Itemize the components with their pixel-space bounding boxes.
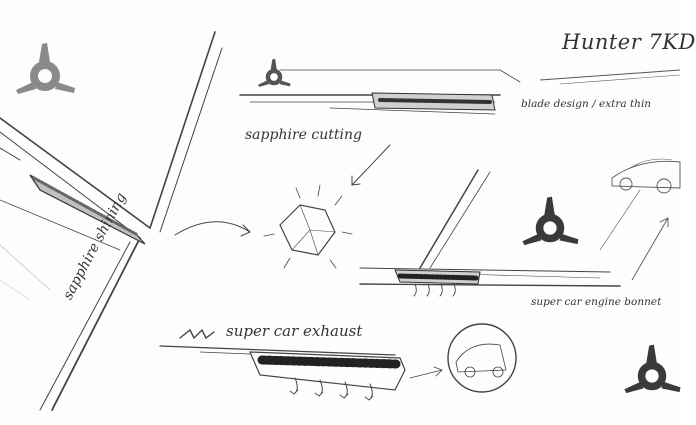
exhaust-detail-circle <box>447 323 517 393</box>
sports-car-sketch <box>611 158 681 194</box>
engine-bonnet-sketch <box>359 169 641 297</box>
bottom-emblem-icon <box>624 345 680 393</box>
design-sketch <box>0 31 681 411</box>
tri-blade-emblem-icon <box>16 43 75 94</box>
blade-design-sketch <box>239 69 521 115</box>
label-engine-bonnet: super car engine bonnet <box>531 296 662 308</box>
laptop-corner-sketch <box>0 31 223 411</box>
bonnet-emblem-icon <box>522 197 578 245</box>
label-blade-design: blade design / extra thin <box>521 98 652 110</box>
sketch-title: Hunter 7KD <box>562 30 696 54</box>
exhaust-sketch <box>159 328 406 401</box>
label-car-exhaust: super car exhaust <box>226 322 363 340</box>
title-underline <box>539 69 681 85</box>
sketch-canvas: Hunter 7KD sapphire cutting blade design… <box>0 30 696 411</box>
sapphire-gem-sketch <box>263 184 353 269</box>
blade-emblem-icon <box>258 59 290 87</box>
arrows <box>174 144 669 379</box>
label-sapphire-cutting: sapphire cutting <box>245 127 362 143</box>
